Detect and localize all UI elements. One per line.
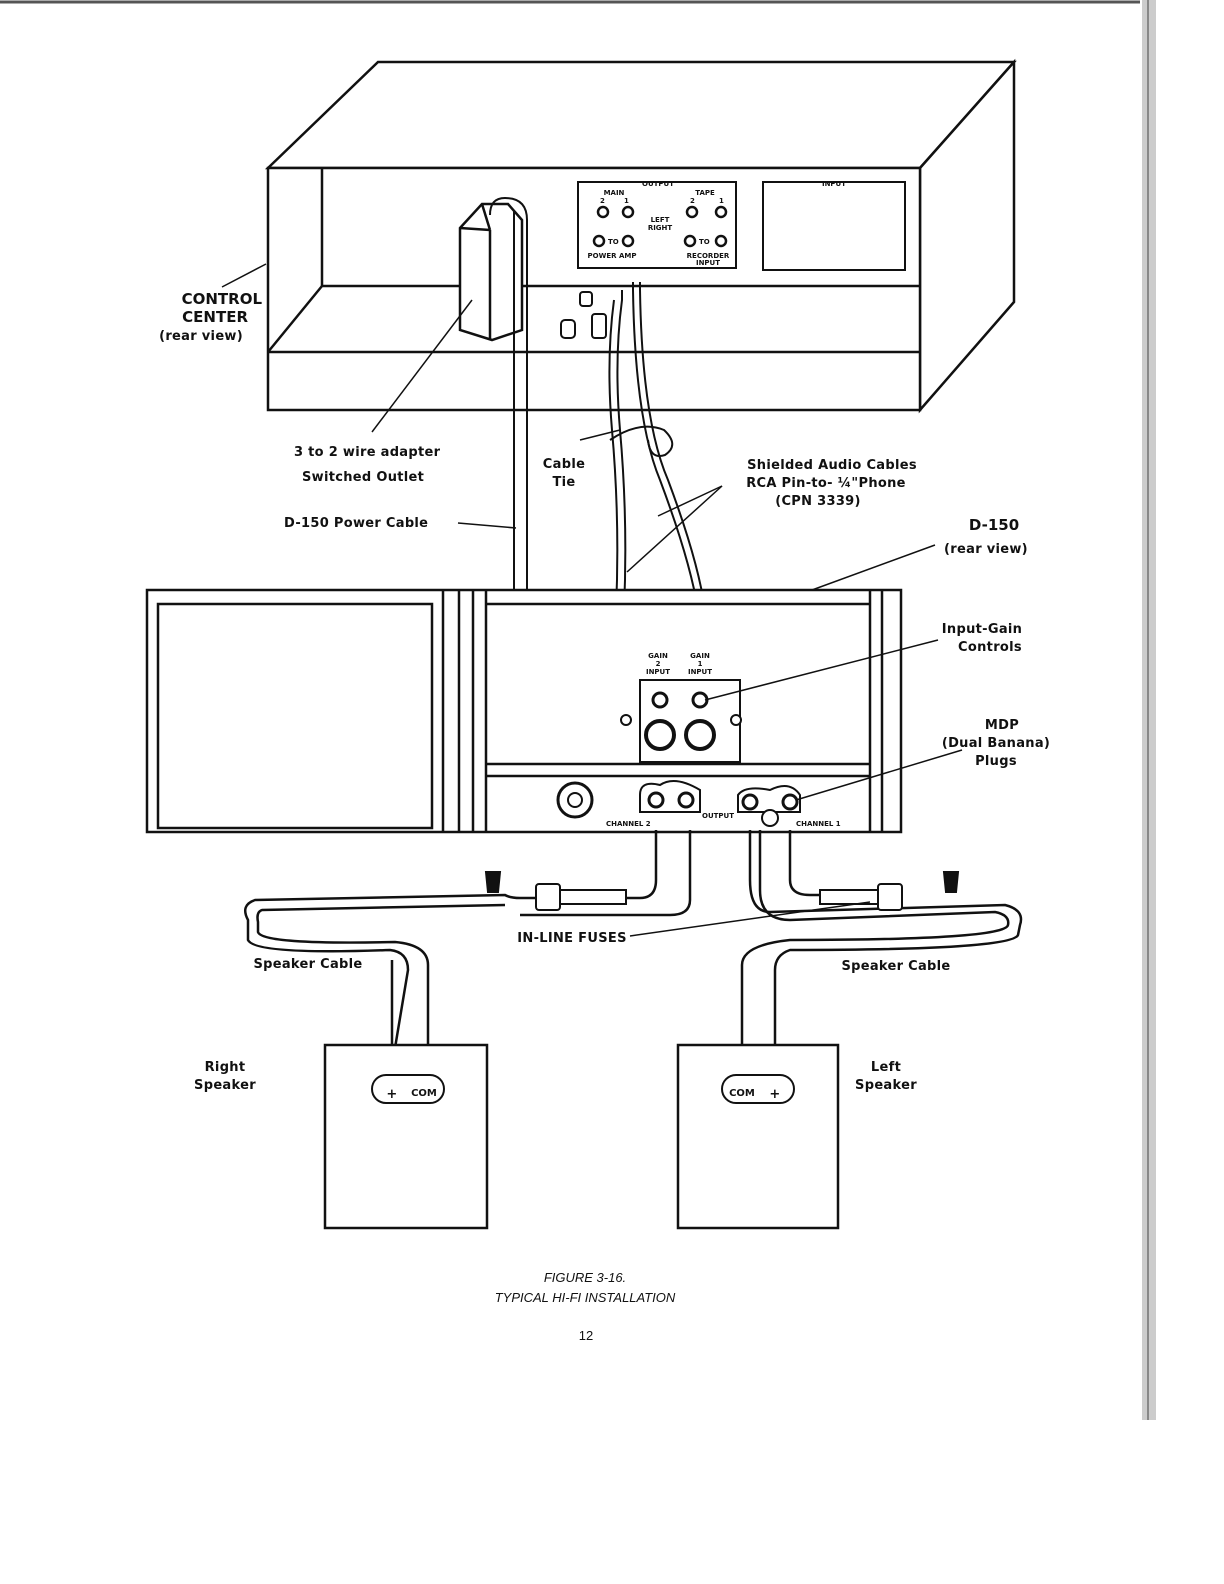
svg-text:RIGHT: RIGHT <box>648 224 673 232</box>
svg-text:GAIN: GAIN <box>690 652 710 660</box>
svg-text:POWER AMP: POWER AMP <box>588 252 637 260</box>
svg-text:CHANNEL 1: CHANNEL 1 <box>796 820 841 828</box>
right-speaker: + COM <box>323 1043 489 1230</box>
svg-text:TO: TO <box>608 238 619 246</box>
svg-text:TO: TO <box>699 238 710 246</box>
svg-text:OUTPUT: OUTPUT <box>642 180 674 188</box>
power-cable-label: D-150 Power Cable <box>284 516 428 531</box>
speaker-cable-left-label: Speaker Cable <box>253 957 362 972</box>
jack <box>714 205 728 219</box>
left-speaker-terminals <box>721 1074 795 1104</box>
input-jack-1 <box>684 719 716 751</box>
svg-text:1: 1 <box>719 197 724 205</box>
amp-output-area: CHANNEL 2 OUTPUT CHANNEL 1 <box>556 780 841 828</box>
svg-text:1: 1 <box>698 660 703 668</box>
svg-text:Switched Outlet: Switched Outlet <box>302 470 424 485</box>
svg-text:INPUT: INPUT <box>696 259 720 267</box>
svg-text:(CPN 3339): (CPN 3339) <box>775 494 861 509</box>
svg-text:2: 2 <box>690 197 695 205</box>
shielded-cables-label: Shielded Audio Cables <box>747 458 917 473</box>
jack <box>685 205 699 219</box>
svg-text:INPUT: INPUT <box>688 668 712 676</box>
mdp-label: MDP <box>985 718 1019 733</box>
svg-text:COM: COM <box>729 1088 755 1099</box>
shielded-audio-cables <box>608 282 706 736</box>
figure-caption: FIGURE 3-16. TYPICAL HI-FI INSTALLATION … <box>495 1270 676 1343</box>
svg-text:Speaker: Speaker <box>855 1078 917 1093</box>
input-panel: INPUT <box>762 180 906 271</box>
left-speaker-label: Left <box>871 1060 901 1075</box>
svg-text:Speaker: Speaker <box>194 1078 256 1093</box>
control-knobs <box>560 291 607 339</box>
d150-label: D-150 <box>969 516 1019 534</box>
left-speaker: COM + <box>676 1043 840 1230</box>
figure-number: FIGURE 3-16. <box>544 1270 626 1285</box>
inline-fuses-label: IN-LINE FUSES <box>517 931 626 946</box>
svg-text:OUTPUT: OUTPUT <box>702 812 734 820</box>
svg-text:2: 2 <box>600 197 605 205</box>
svg-text:TAPE: TAPE <box>695 189 715 197</box>
svg-text:COM: COM <box>411 1088 437 1099</box>
adapter-label: 3 to 2 wire adapter <box>294 445 441 460</box>
leader-lines <box>221 263 963 937</box>
page-number: 12 <box>579 1328 593 1343</box>
input-gain-label: Input-Gain <box>942 622 1022 637</box>
svg-text:CENTER: CENTER <box>182 308 248 326</box>
right-speaker-label: Right <box>205 1060 246 1075</box>
svg-text:MAIN: MAIN <box>604 189 625 197</box>
svg-text:RECORDER: RECORDER <box>687 252 730 260</box>
svg-text:GAIN: GAIN <box>648 652 668 660</box>
gain-control-2 <box>651 691 669 709</box>
jack <box>592 234 606 248</box>
gain-control-1 <box>691 691 709 709</box>
svg-text:Plugs: Plugs <box>975 754 1017 769</box>
svg-text:(Dual Banana): (Dual Banana) <box>942 736 1050 751</box>
speaker-cables <box>243 830 1023 1091</box>
jack <box>714 234 728 248</box>
input-jack-2 <box>644 719 676 751</box>
svg-text:CHANNEL 2: CHANNEL 2 <box>606 820 651 828</box>
jack <box>621 234 635 248</box>
svg-text:+: + <box>386 1087 397 1102</box>
adapter-block <box>458 202 524 342</box>
cable-tie-label: Cable <box>543 457 585 472</box>
svg-text:+: + <box>769 1087 780 1102</box>
svg-text:1: 1 <box>624 197 629 205</box>
svg-text:INPUT: INPUT <box>822 180 846 188</box>
output-panel: OUTPUT MAIN TAPE 2 1 2 1 LEFT RIGHT TO T… <box>577 180 737 269</box>
jack <box>683 234 697 248</box>
figure-title: TYPICAL HI-FI INSTALLATION <box>495 1290 676 1305</box>
svg-text:2: 2 <box>656 660 661 668</box>
svg-text:Tie: Tie <box>552 475 575 490</box>
diagram-labels: CONTROL CENTER (rear view) 3 to 2 wire a… <box>159 290 1050 1093</box>
svg-text:LEFT: LEFT <box>651 216 670 224</box>
svg-text:RCA Pin-to- ¼"Phone: RCA Pin-to- ¼"Phone <box>746 476 906 491</box>
svg-text:Controls: Controls <box>958 640 1022 655</box>
svg-text:(rear view): (rear view) <box>944 542 1028 557</box>
control-center-label: CONTROL <box>182 290 263 308</box>
jack <box>596 205 610 219</box>
right-speaker-terminals <box>371 1074 445 1104</box>
speaker-cable-right-label: Speaker Cable <box>841 959 950 974</box>
svg-text:(rear view): (rear view) <box>159 329 243 344</box>
gain-panel: GAIN 2 INPUT GAIN 1 INPUT <box>620 652 742 763</box>
svg-text:INPUT: INPUT <box>646 668 670 676</box>
inline-fuses <box>484 871 960 911</box>
jack <box>621 205 635 219</box>
